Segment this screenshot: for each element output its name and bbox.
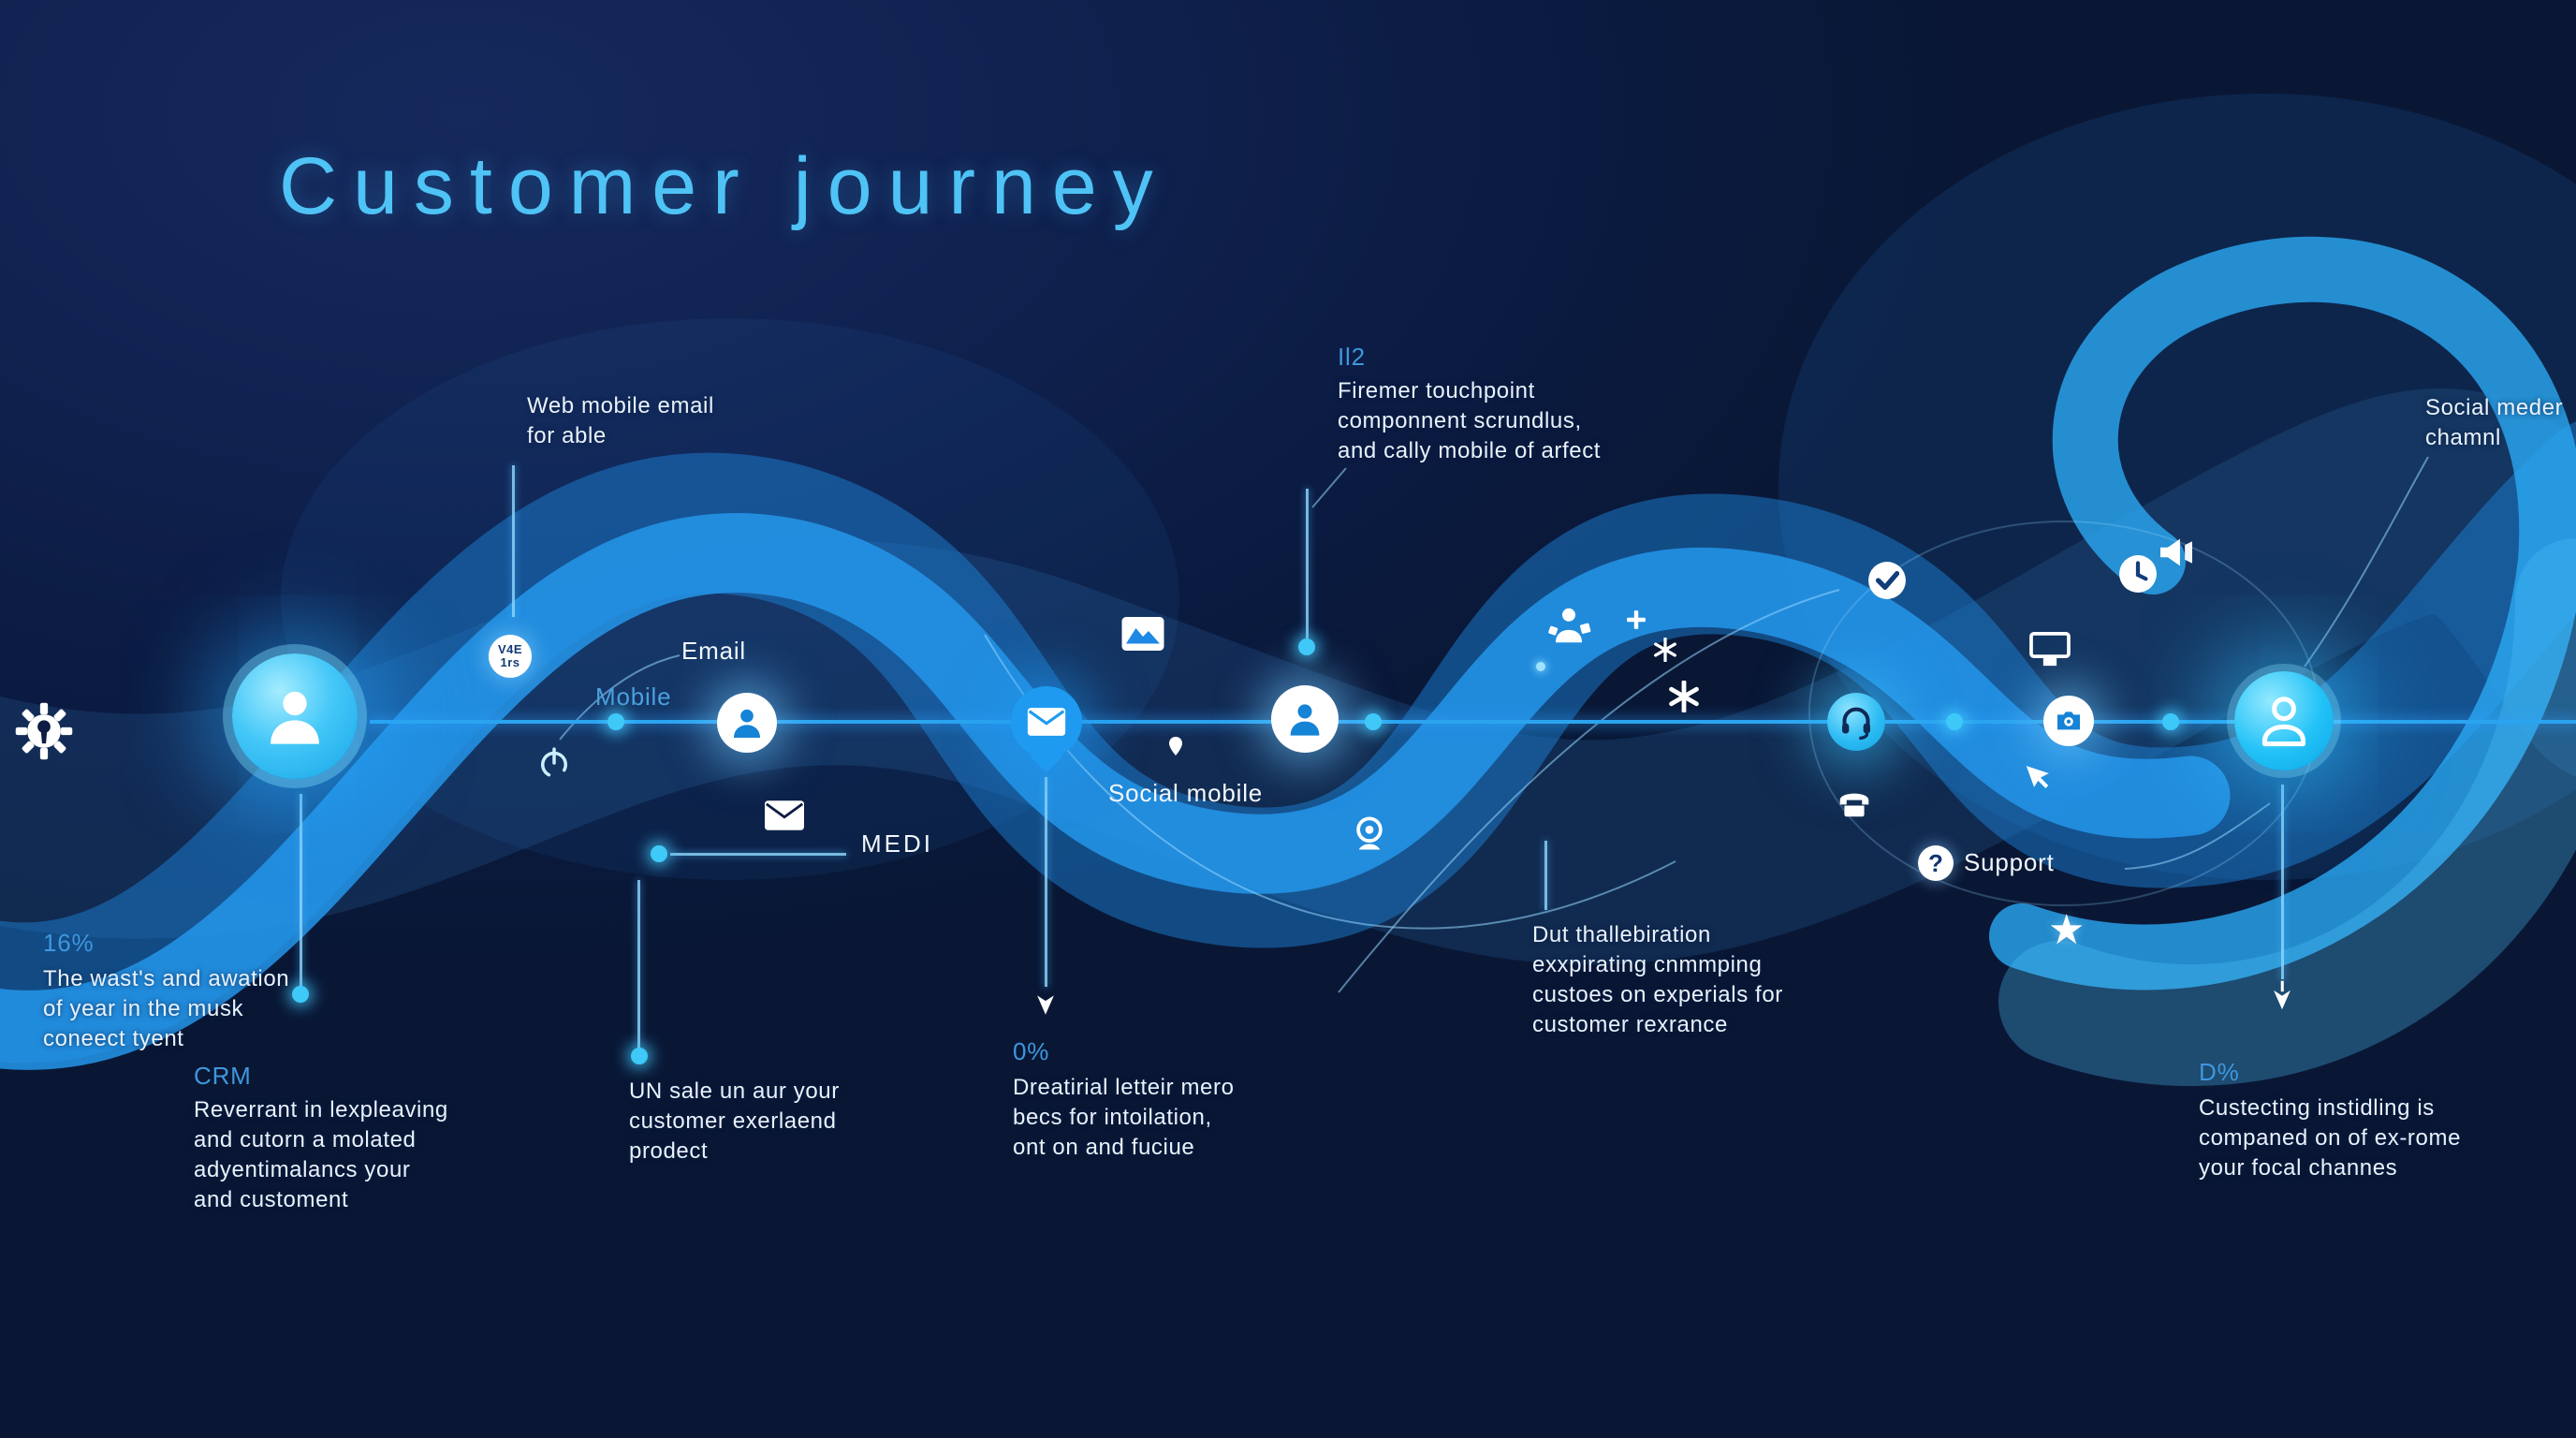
- stat-il2: Il2: [1338, 343, 1366, 371]
- support-connector: [2124, 802, 2271, 870]
- annotation-0pct: Dreatirial letteir mero becs for intoila…: [1013, 1075, 1235, 1161]
- connector-dpct: [2281, 785, 2284, 979]
- node-support: [1827, 693, 1885, 751]
- star-icon: ★: [2048, 907, 2086, 953]
- node-camera: [2043, 696, 2094, 746]
- label-mobile: Mobile: [595, 682, 672, 711]
- page-title: Customer journey: [279, 141, 1169, 231]
- node-customer-end: [2234, 671, 2334, 770]
- sparkle-icon: [1653, 638, 1677, 662]
- dot-medi: [651, 845, 667, 862]
- badge-line-1: V4E: [497, 642, 523, 657]
- pin-down-icon: [2269, 979, 2295, 1011]
- envelope-icon: [1027, 708, 1066, 736]
- connector-il2: [1306, 489, 1309, 638]
- dot-un-sale: [631, 1048, 648, 1064]
- timeline-dot-3: [1946, 713, 1963, 730]
- plus-icon: [1626, 609, 1647, 630]
- phone-icon: [1836, 786, 1873, 818]
- il2-connector: [1311, 467, 1347, 508]
- gear-icon: [13, 700, 75, 762]
- annotation-web-mobile: Web mobile email for able: [527, 393, 714, 449]
- ribbons: [0, 236, 2576, 1087]
- node-person-4: [1271, 685, 1339, 753]
- connector-web-mobile: [512, 465, 515, 617]
- v4e-badge: V4E 1rs: [489, 635, 532, 678]
- annotation-social-meder: Social meder chamnl: [2425, 395, 2564, 451]
- person-icon: [728, 704, 766, 741]
- cross-curve: [1338, 589, 1840, 993]
- timeline-dot-4: [2162, 713, 2179, 730]
- map-pin-icon: [1169, 737, 1182, 756]
- dot-16pct: [292, 986, 309, 1003]
- question-mark: ?: [1928, 848, 1943, 877]
- annotation-un-sale: UN sale un aur your customer exerlaend p…: [629, 1078, 840, 1165]
- webcam-icon: [1351, 815, 1388, 851]
- stat-16pct: 16%: [43, 929, 95, 957]
- node-person-2: [717, 693, 777, 753]
- person-outline-icon: [2254, 691, 2314, 751]
- person-icon: [260, 682, 329, 751]
- label-medi: MEDI: [861, 829, 933, 858]
- check-circle-icon: [1867, 561, 1907, 600]
- connector-un-sale: [637, 880, 640, 1049]
- arrow-down-icon: [1032, 990, 1060, 1016]
- node-email: [1011, 686, 1082, 773]
- annotation-16pct: The wast's and awation of year in the mu…: [43, 966, 290, 1052]
- connector-16pct: [300, 794, 302, 987]
- annotation-il2: Firemer touchpoint componnent scrundlus,…: [1338, 378, 1602, 464]
- label-email: Email: [681, 637, 747, 665]
- journey-timeline: [370, 720, 2576, 724]
- dot-il2: [1298, 638, 1315, 655]
- sparkle-icon: [1668, 681, 1700, 712]
- badge-line-2: 1rs: [500, 655, 520, 669]
- stat-0pct: 0%: [1013, 1037, 1050, 1065]
- stat-crm: CRM: [194, 1062, 252, 1090]
- cursor-icon: [2024, 759, 2056, 791]
- person-gear-icon: [1546, 606, 1591, 645]
- annotation-dut: Dut thallebiration exxpirating cnmmping …: [1532, 922, 1783, 1038]
- clock-icon: [2118, 554, 2158, 594]
- node-customer-start: [232, 653, 358, 779]
- annotation-crm: Reverrant in lexpleaving and cutorn a mo…: [194, 1097, 448, 1213]
- person-icon: [1284, 698, 1325, 740]
- label-support: Support: [1964, 848, 2055, 876]
- connector-0pct: [1045, 777, 1047, 987]
- envelope-icon: [765, 800, 804, 830]
- timeline-dot-2: [1365, 713, 1382, 730]
- headset-icon: [1842, 707, 1870, 741]
- social-meder-connector: [2304, 456, 2429, 668]
- monitor-icon: [2028, 631, 2071, 668]
- annotation-dpct: Custecting instidling is companed on of …: [2199, 1095, 2462, 1181]
- connector-medi: [670, 853, 846, 856]
- email-connector-arc: [559, 654, 681, 741]
- mini-dot: [1536, 662, 1545, 671]
- connector-dut: [1544, 841, 1547, 910]
- camera-icon: [2057, 712, 2080, 730]
- photo-icon: [1121, 617, 1164, 651]
- label-social-mobile: Social mobile: [1108, 779, 1264, 807]
- stat-dpct: D%: [2199, 1058, 2240, 1086]
- timeline-dot-1: [607, 713, 624, 730]
- megaphone-icon: [2158, 536, 2195, 568]
- question-circle-icon: ?: [1918, 845, 1954, 881]
- power-icon: [534, 743, 574, 783]
